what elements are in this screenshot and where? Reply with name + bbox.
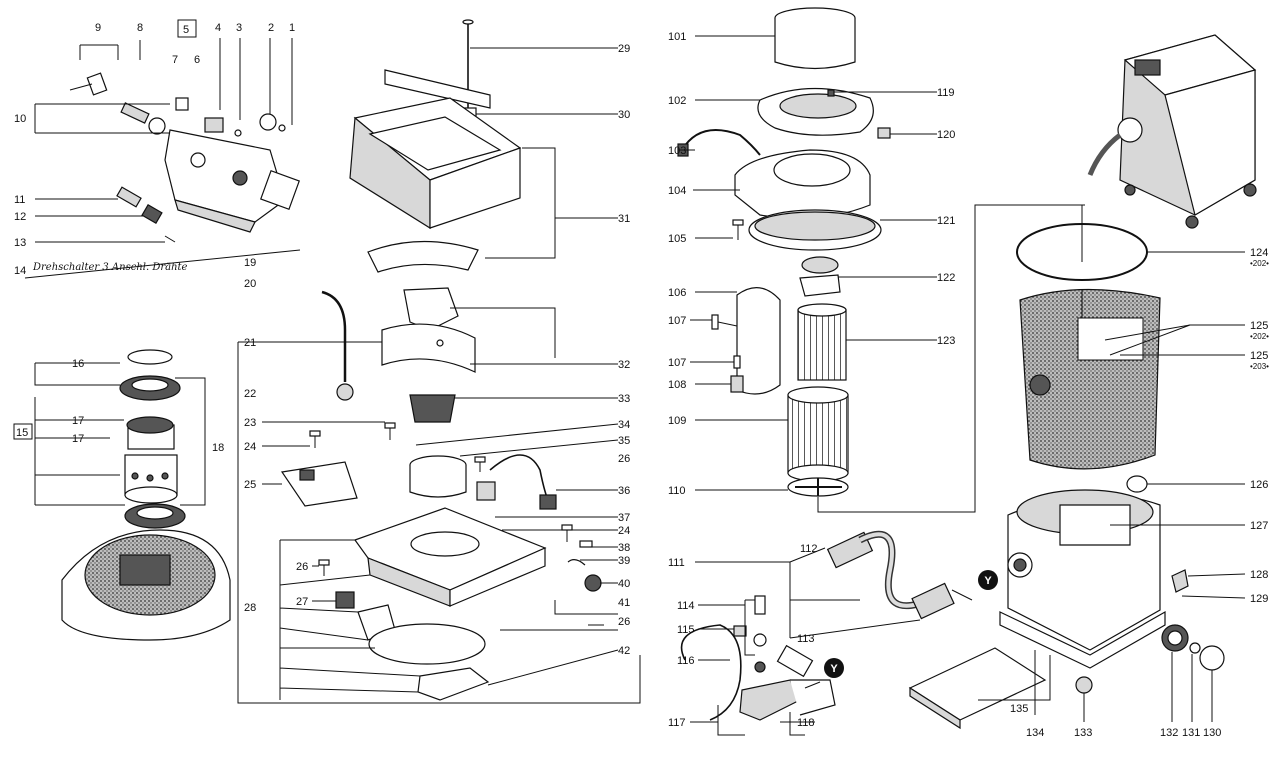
label-12: 12 <box>14 211 26 223</box>
label-41: 41 <box>618 597 630 609</box>
label-24a: 24 <box>244 441 256 453</box>
label-14: 14 <box>14 265 26 277</box>
variant-202-a: •202• <box>1250 259 1269 268</box>
label-21: 21 <box>244 337 256 349</box>
label-16: 16 <box>72 358 84 370</box>
label-129: 129 <box>1250 593 1268 605</box>
switch-panel-group <box>24 19 301 279</box>
label-118: 118 <box>797 717 815 729</box>
label-135: 135 <box>1010 703 1028 715</box>
label-107b: 107 <box>668 357 686 369</box>
label-128: 128 <box>1250 569 1268 581</box>
motor-stack-group <box>34 349 231 641</box>
label-5: 5 <box>183 24 189 36</box>
label-31: 31 <box>618 213 630 225</box>
label-6: 6 <box>194 54 200 66</box>
label-119: 119 <box>937 87 955 99</box>
label-19: 19 <box>244 257 256 269</box>
variant-203: •203• <box>1250 362 1269 371</box>
label-106: 106 <box>668 287 686 299</box>
label-7: 7 <box>172 54 178 66</box>
label-117: 117 <box>668 717 686 729</box>
label-130: 130 <box>1203 727 1221 739</box>
label-15: 15 <box>16 427 28 439</box>
label-37: 37 <box>618 512 630 524</box>
label-11: 11 <box>14 194 25 206</box>
label-27: 27 <box>296 596 308 608</box>
label-26c: 26 <box>618 616 630 628</box>
label-20: 20 <box>244 278 256 290</box>
label-125b: 125 <box>1250 350 1268 362</box>
part-labels: 9 8 5 4 3 2 1 7 6 10 11 12 13 14 Drehsch… <box>13 22 1269 739</box>
label-123: 123 <box>937 335 955 347</box>
label-29: 29 <box>618 43 630 55</box>
switch-note: Drehschalter 3 Anschl. Drähte <box>32 262 188 273</box>
label-132: 132 <box>1160 727 1178 739</box>
label-116: 116 <box>677 655 695 667</box>
label-101: 101 <box>668 31 686 43</box>
label-17b: 17 <box>72 433 84 445</box>
label-34: 34 <box>618 419 630 431</box>
label-105: 105 <box>668 233 686 245</box>
label-110: 110 <box>668 485 686 497</box>
label-2: 2 <box>268 22 274 34</box>
label-25: 25 <box>244 479 256 491</box>
label-104: 104 <box>668 185 686 197</box>
marker-y-1-text: Y <box>984 575 992 587</box>
label-102: 102 <box>668 95 686 107</box>
label-126: 126 <box>1250 479 1268 491</box>
marker-y-1: Y <box>978 570 998 590</box>
label-109: 109 <box>668 415 686 427</box>
label-115: 115 <box>677 624 695 636</box>
label-1: 1 <box>289 22 295 34</box>
label-26a: 26 <box>296 561 308 573</box>
label-28: 28 <box>244 602 256 614</box>
container-group <box>908 34 1257 730</box>
label-120: 120 <box>937 129 955 141</box>
label-39: 39 <box>618 555 630 567</box>
label-17a: 17 <box>72 415 84 427</box>
label-18: 18 <box>212 442 224 454</box>
label-125a: 125 <box>1250 320 1268 332</box>
variant-202-b: •202• <box>1250 332 1269 341</box>
label-38: 38 <box>618 542 630 554</box>
label-22: 22 <box>244 388 256 400</box>
marker-y-2: Y <box>824 658 844 678</box>
label-4: 4 <box>215 22 221 34</box>
label-134: 134 <box>1026 727 1044 739</box>
label-114: 114 <box>677 600 695 612</box>
hose-group <box>680 530 973 736</box>
label-131: 131 <box>1182 727 1200 739</box>
label-42: 42 <box>618 645 630 657</box>
label-26b: 26 <box>618 453 630 465</box>
label-122: 122 <box>937 272 955 284</box>
label-33: 33 <box>618 393 630 405</box>
label-127: 127 <box>1250 520 1268 532</box>
label-23: 23 <box>244 417 256 429</box>
label-8: 8 <box>137 22 143 34</box>
filter-head-group <box>677 7 1085 513</box>
label-24b: 24 <box>618 525 630 537</box>
label-30: 30 <box>618 109 630 121</box>
label-108: 108 <box>668 379 686 391</box>
label-40: 40 <box>618 578 630 590</box>
label-111: 111 <box>668 557 685 569</box>
label-10: 10 <box>14 113 26 125</box>
label-107a: 107 <box>668 315 686 327</box>
label-121: 121 <box>937 215 955 227</box>
label-32: 32 <box>618 359 630 371</box>
motor-head-group <box>237 19 641 704</box>
label-124: 124 <box>1250 247 1268 259</box>
label-113: 113 <box>797 633 815 645</box>
label-133: 133 <box>1074 727 1092 739</box>
marker-y-2-text: Y <box>830 663 838 675</box>
label-36: 36 <box>618 485 630 497</box>
label-103: 103 <box>668 145 686 157</box>
label-112: 112 <box>800 543 818 555</box>
label-35: 35 <box>618 435 630 447</box>
label-13: 13 <box>14 237 26 249</box>
label-3: 3 <box>236 22 242 34</box>
label-9: 9 <box>95 22 101 34</box>
